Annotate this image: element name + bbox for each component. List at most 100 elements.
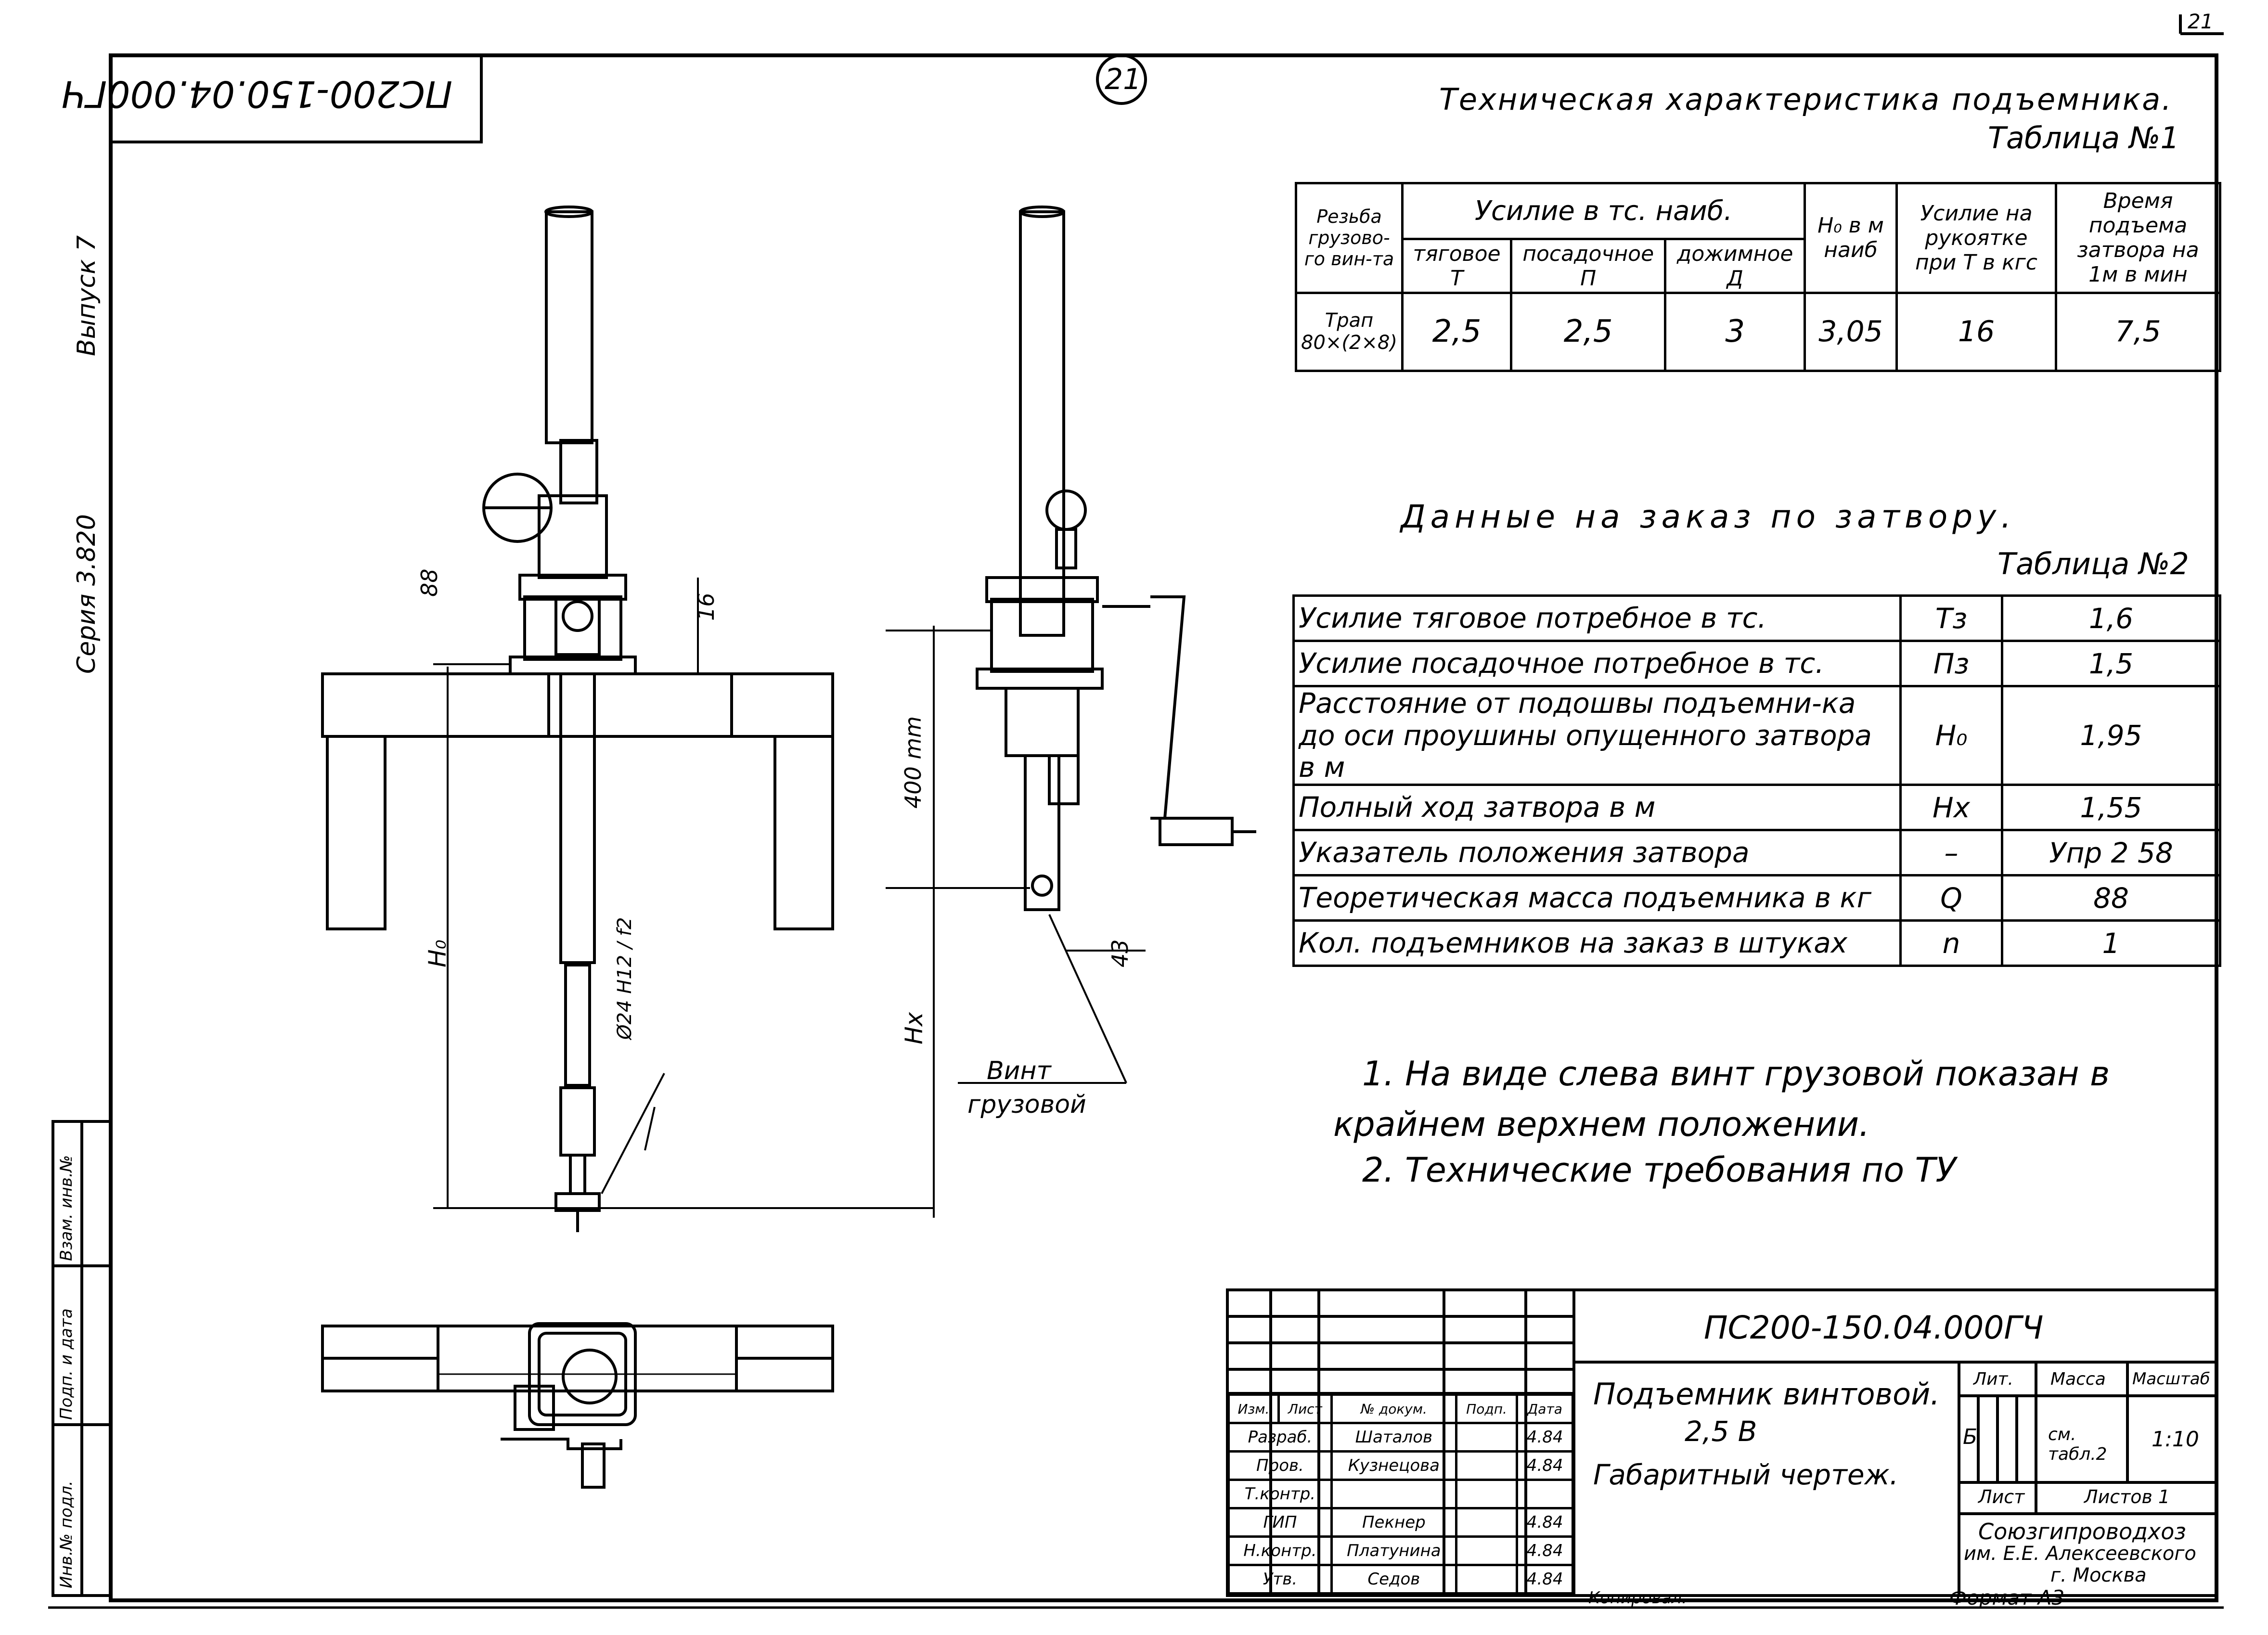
rod-side	[1019, 210, 1065, 637]
title-block-person-row: Т.контр.	[1227, 1479, 1574, 1509]
title-block-header-cell: Лист	[1277, 1393, 1333, 1424]
table2-value: Упр 2 58	[2001, 829, 2221, 877]
rod-top	[545, 210, 593, 444]
thread-callout: Ø24 H12 / f2	[614, 917, 636, 1040]
t1-h-force: Усилие в тс. наиб.	[1401, 181, 1806, 241]
issue-label: Выпуск 7	[72, 235, 101, 356]
tb-sheet-label: Лист	[1978, 1486, 2025, 1507]
title-block-frame	[1226, 1288, 2218, 1597]
title-block-role: Пров.	[1227, 1450, 1333, 1481]
column-right	[773, 735, 834, 930]
note-2: 2. Технические требования по ТУ	[1362, 1150, 1956, 1190]
title-block-name: Платунина	[1330, 1535, 1457, 1566]
title-block-signature	[1455, 1564, 1519, 1595]
table1: Резьба грузово-го вин-та Усилие в тс. на…	[1294, 181, 2221, 373]
title-block-date	[1516, 1479, 1574, 1509]
title-block-date: 4.84	[1516, 1535, 1574, 1566]
t1-h-lifttime: Время подъема затвора на 1м в мин	[2055, 182, 2221, 294]
t1-h-handle: Усилие на рукоятке при Т в кгс	[1895, 182, 2057, 294]
dim-88: 88	[416, 568, 442, 597]
tb-lit-value: Б	[1963, 1425, 1978, 1449]
tb-name-3: Габаритный чертеж.	[1593, 1458, 1899, 1491]
series-label: Серия 3.820	[72, 514, 101, 674]
t1-v-handle: 16	[1895, 291, 2057, 373]
screw-label-1: Винт	[987, 1056, 1051, 1085]
t1-v-seating: 2,5	[1510, 291, 1667, 373]
t1-h-seating: посадочное П	[1510, 238, 1667, 294]
t1-v-pressing: 3	[1664, 291, 1806, 373]
tb-doc-code: ПС200-150.04.000ГЧ	[1704, 1309, 2044, 1346]
dim-400: 400 mm	[900, 716, 926, 809]
title-block-date: 4.84	[1516, 1422, 1574, 1453]
table2-value: 1,6	[2001, 594, 2221, 642]
table2-value: 1	[2001, 919, 2221, 967]
title-block-header-cell: Дата	[1516, 1393, 1574, 1424]
t1-h-pressing: дожимное Д	[1664, 238, 1806, 294]
column-left	[326, 735, 387, 930]
rotated-code-box	[109, 54, 483, 143]
table2-number: Таблица №2	[1997, 546, 2189, 581]
title-block-signature	[1455, 1535, 1519, 1566]
tb-sheets-label: Листов 1	[2084, 1486, 2170, 1507]
title-block-header-cell: Подп.	[1455, 1393, 1519, 1424]
title-block-name: Пекнер	[1330, 1507, 1457, 1538]
screw-label-2: грузовой	[967, 1090, 1086, 1119]
title-block-role: Н.контр.	[1227, 1535, 1333, 1566]
dim-16: 16	[693, 592, 719, 621]
title-block-role: Утв.	[1227, 1564, 1333, 1595]
table2-value: 1,55	[2001, 784, 2221, 832]
title-block-role: ГИП	[1227, 1507, 1333, 1538]
tb-copied-by: Копировал:	[1588, 1588, 1688, 1608]
table2-value: 1,95	[2001, 684, 2221, 786]
tb-name-2: 2,5 В	[1685, 1415, 1757, 1448]
table2-value: 88	[2001, 874, 2221, 922]
title-block-name: Кузнецова	[1330, 1450, 1457, 1481]
table2-symbol: Тз	[1899, 594, 2003, 642]
t1-v-h0: 3,05	[1804, 291, 1898, 373]
table2-row: Указатель положения затвора–Упр 2 58	[1292, 829, 2221, 877]
dim-43: 43	[1107, 939, 1133, 967]
dim-hx: Hх	[900, 1012, 928, 1044]
note-1: 1. На виде слева винт грузовой показан в	[1362, 1054, 2110, 1094]
table2-symbol: H₀	[1899, 684, 2003, 786]
tb-org-1: Союзгипроводхоз	[1978, 1519, 2186, 1545]
stamp-label-inv: Инв.№ подл.	[57, 1481, 76, 1588]
table2-label: Указатель положения затвора	[1292, 829, 1902, 877]
title-block-header-cell: № докум.	[1330, 1393, 1457, 1424]
table2-symbol: –	[1899, 829, 2003, 877]
title-block-signature	[1455, 1507, 1519, 1538]
t1-h-traction: тяговое Т	[1401, 238, 1513, 294]
sheet-corner-number: 21	[2188, 10, 2214, 33]
tb-col-scale: Масштаб	[2132, 1369, 2210, 1389]
table2-label: Кол. подъемников на заказ в штуках	[1292, 919, 1902, 967]
table2-symbol: Hх	[1899, 784, 2003, 832]
title-block-person-row: Н.контр.Платунина 4.84	[1227, 1535, 1574, 1566]
doc-code-rotated: ПС200-150.04.000ГЧ	[61, 73, 452, 116]
tb-name-1: Подъемник винтовой.	[1593, 1377, 1940, 1412]
table2-symbol: n	[1899, 919, 2003, 967]
sheet-number-circle	[1096, 54, 1147, 105]
tb-org-3: г. Москва	[2050, 1564, 2147, 1586]
tb-format: Формат А3	[1949, 1586, 2065, 1609]
note-1-cont: крайнем верхнем положении.	[1333, 1105, 1870, 1144]
table2-label: Усилие тяговое потребное в тс.	[1292, 594, 1902, 642]
title-block-date: 4.84	[1516, 1564, 1574, 1595]
slab-left	[321, 672, 834, 738]
table2-symbol: Пз	[1899, 640, 2003, 687]
t1-v-thread: Трап 80×(2×8)	[1294, 291, 1404, 373]
tb-org-2: им. Е.Е. Алексеевского	[1964, 1543, 2196, 1565]
dim-h0: H₀	[424, 940, 451, 967]
title-block-role: Т.контр.	[1227, 1479, 1333, 1509]
